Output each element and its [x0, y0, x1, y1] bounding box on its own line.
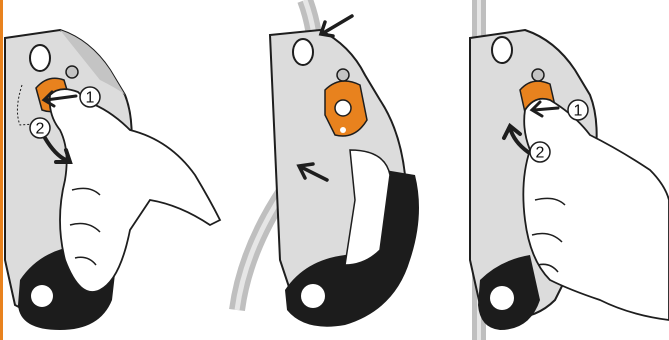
attachment-hole — [492, 37, 512, 63]
panel-3-illustration: 1 2 — [450, 0, 669, 340]
panel-close-cam: 1 2 — [450, 0, 669, 340]
hand — [50, 89, 220, 292]
handle-lower-hole — [490, 286, 514, 310]
cam-hole — [335, 100, 351, 116]
step-2-label: 2 — [36, 121, 45, 138]
panel-release-cam: 1 2 — [0, 0, 225, 340]
handle-lower-hole — [301, 284, 325, 308]
step-1-label: 1 — [574, 103, 583, 120]
cam-pivot-screw — [337, 69, 349, 81]
cam-pivot-screw — [66, 66, 78, 78]
step-2-label: 2 — [536, 145, 545, 162]
attachment-hole — [30, 45, 50, 71]
cam-hole-small — [340, 127, 346, 133]
panel-1-illustration: 1 2 — [0, 0, 225, 340]
handle-lower-hole — [31, 285, 53, 307]
rope-entry-arrow-icon — [321, 16, 352, 36]
attachment-hole — [293, 39, 313, 65]
cam-pivot-screw — [532, 69, 544, 81]
panel-2-illustration — [225, 0, 450, 340]
panel-rope-installed — [225, 0, 450, 340]
step-1-label: 1 — [86, 90, 95, 107]
